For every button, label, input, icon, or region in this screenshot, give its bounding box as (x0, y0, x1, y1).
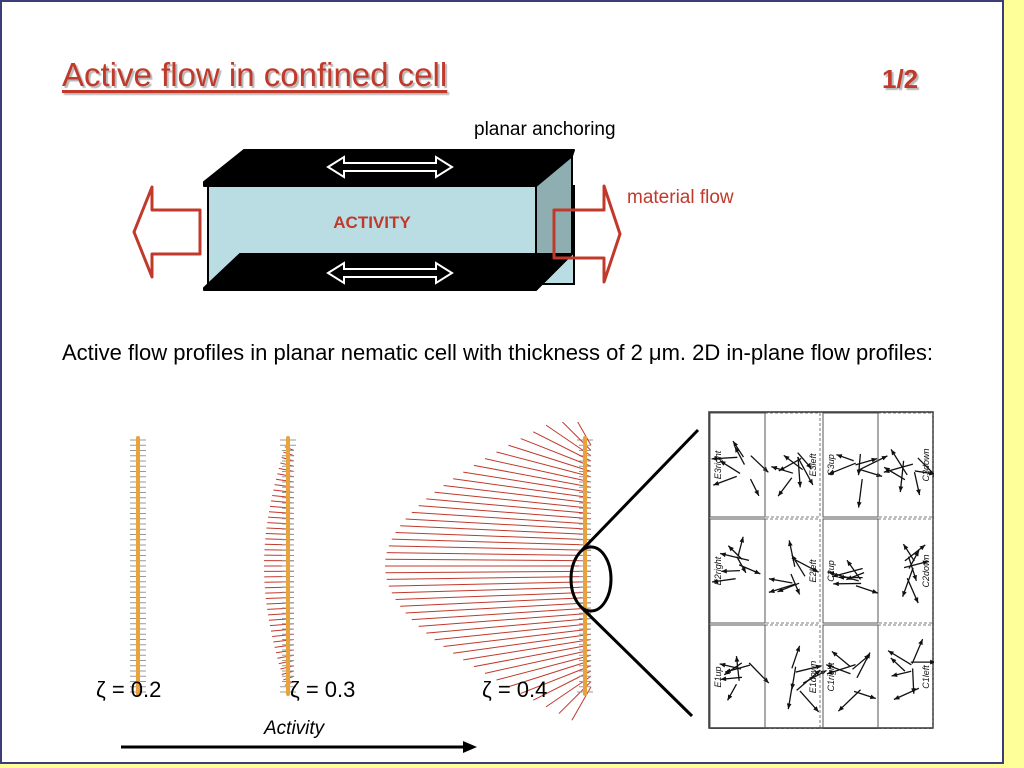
zeta-label-2: ζ = 0.4 (482, 677, 548, 702)
flow-vector (385, 558, 592, 562)
top-anchoring-arrow (326, 155, 454, 179)
grid-cell: C1left (877, 624, 934, 729)
body-text: Active flow profiles in planar nematic c… (62, 340, 934, 365)
flow-vector (411, 607, 592, 621)
director-rod (286, 436, 290, 696)
grid-cell: E2right (709, 518, 766, 624)
flow-vector (426, 498, 592, 514)
grid-cell-label: E1up (713, 666, 723, 687)
flow-vector (391, 538, 592, 546)
activity-axis-arrow (121, 741, 477, 753)
cell-diagram: ACTIVITY (132, 149, 622, 291)
grid-cell-label: E3left (808, 453, 818, 477)
flow-vector (496, 451, 592, 478)
flow-vector (577, 422, 592, 446)
grid-cell: E2left (764, 518, 821, 624)
flow-profiles (130, 422, 593, 721)
flow-vector (405, 602, 592, 614)
flow-vector (395, 591, 592, 601)
activity-axis-label: Activity (264, 718, 325, 739)
flow-vector (508, 660, 592, 688)
grid-cell-label: E2right (713, 556, 723, 585)
flow-vector (400, 597, 592, 607)
flow-vector (426, 618, 592, 634)
grid-cell: E1down (764, 624, 827, 729)
flow-vector (395, 531, 592, 541)
grid-cell-label: C1right (826, 662, 836, 692)
grid-cell: C3down (877, 412, 934, 518)
flow-vector (434, 491, 592, 509)
right-flow-arrow (552, 184, 622, 284)
flow-vector (400, 525, 592, 535)
grid-cell-label: E3right (713, 450, 723, 479)
flow-vector (434, 623, 592, 641)
grid-cell: C2down (877, 518, 934, 624)
profile-0 (130, 436, 146, 696)
flow-vector (484, 649, 592, 674)
flow-vector (473, 644, 592, 668)
flow-vector (418, 505, 592, 520)
flow-vector (496, 654, 592, 681)
profile-2 (385, 422, 593, 721)
bottom-anchoring-arrow (326, 261, 454, 285)
flow-vector (405, 518, 592, 530)
flow-vector (443, 485, 592, 504)
flow-vector (388, 545, 592, 551)
zeta-label-1: ζ = 0.3 (290, 677, 356, 702)
grid-cell-label: E1down (808, 661, 818, 694)
slide: Active flow in confined cell 1/2 ACTIVIT… (0, 0, 1004, 764)
grid-cell-label: C2up (826, 560, 836, 582)
flow-vector (386, 552, 592, 556)
planar-anchoring-label: planar anchoring (474, 119, 616, 140)
page-number: 1/2 (882, 64, 919, 94)
grid-cell: C2up (822, 518, 879, 624)
flow-vector (386, 576, 592, 580)
grid-cell-label: E2left (808, 559, 818, 583)
activity-box-label: ACTIVITY (333, 213, 411, 232)
grid-cell-label: C3down (921, 448, 931, 481)
flow-vector (473, 464, 592, 488)
flow-vector (391, 586, 592, 594)
flow-vector (508, 444, 592, 472)
left-flow-arrow (132, 185, 202, 279)
flow-vector (388, 581, 592, 587)
flow-vector (385, 570, 592, 574)
flow-vector (463, 639, 592, 661)
zeta-label-0: ζ = 0.2 (96, 677, 162, 702)
flow-vector (453, 478, 592, 499)
flow-vector (453, 633, 592, 654)
flow-vector (484, 458, 592, 483)
grid-cell-label: C2down (921, 554, 931, 587)
grid-cell: E1up (709, 624, 770, 729)
page-title: Active flow in confined cell (62, 56, 448, 93)
flow-vector (463, 471, 592, 493)
grid-cell-label: C1left (921, 665, 931, 689)
flow-vector (418, 612, 592, 627)
director-rod (583, 436, 587, 696)
grid-cell-label: C3up (826, 454, 836, 476)
grid-cell: E3left (764, 412, 821, 518)
zoom-connector (569, 428, 700, 718)
zoom-ellipse (569, 545, 613, 613)
profile-1 (264, 436, 296, 696)
flow-vector (520, 665, 592, 694)
material-flow-label: material flow (627, 187, 734, 208)
flow-vector (533, 431, 592, 462)
director-rod (136, 436, 140, 696)
flow-vector (520, 438, 592, 467)
flow-vector (443, 628, 592, 647)
flow-vector (411, 511, 592, 525)
